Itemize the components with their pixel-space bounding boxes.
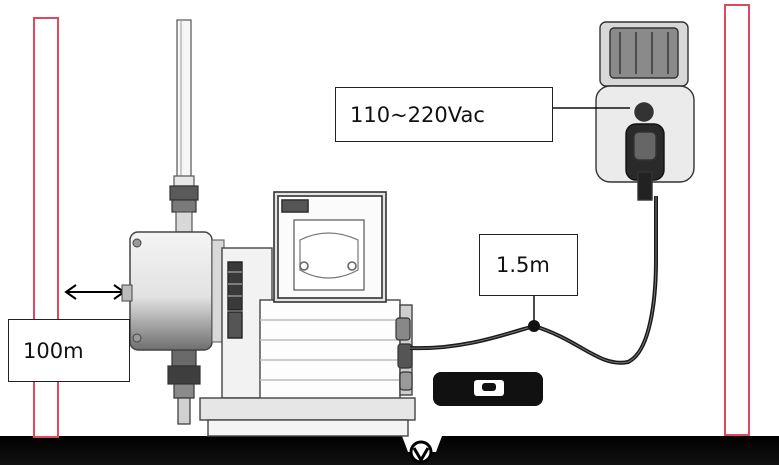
- cable-length-label: 1.5m: [479, 234, 578, 296]
- floor: [0, 436, 779, 465]
- bubble-level-icon: [433, 372, 543, 406]
- right-pillar: [724, 4, 750, 436]
- cable-length-label-text: 1.5m: [496, 253, 550, 277]
- discharge-pipe: [169, 19, 199, 233]
- floor-drain-icon: [402, 436, 442, 464]
- voltage-label-text: 110~220Vac: [350, 102, 485, 127]
- distance-label: 100m: [8, 319, 130, 382]
- suction-fitting: [167, 349, 201, 425]
- voltage-label: 110~220Vac: [335, 87, 553, 142]
- control-box: [273, 191, 387, 303]
- distance-label-text: 100m: [23, 338, 84, 363]
- pump-head: [121, 231, 225, 351]
- left-pillar: [33, 17, 59, 438]
- pump-body: [199, 247, 416, 437]
- wall-socket: [595, 21, 695, 201]
- cable-leader-dot: [528, 320, 540, 332]
- double-arrow-icon: [64, 284, 126, 300]
- cable-gland: [395, 317, 413, 391]
